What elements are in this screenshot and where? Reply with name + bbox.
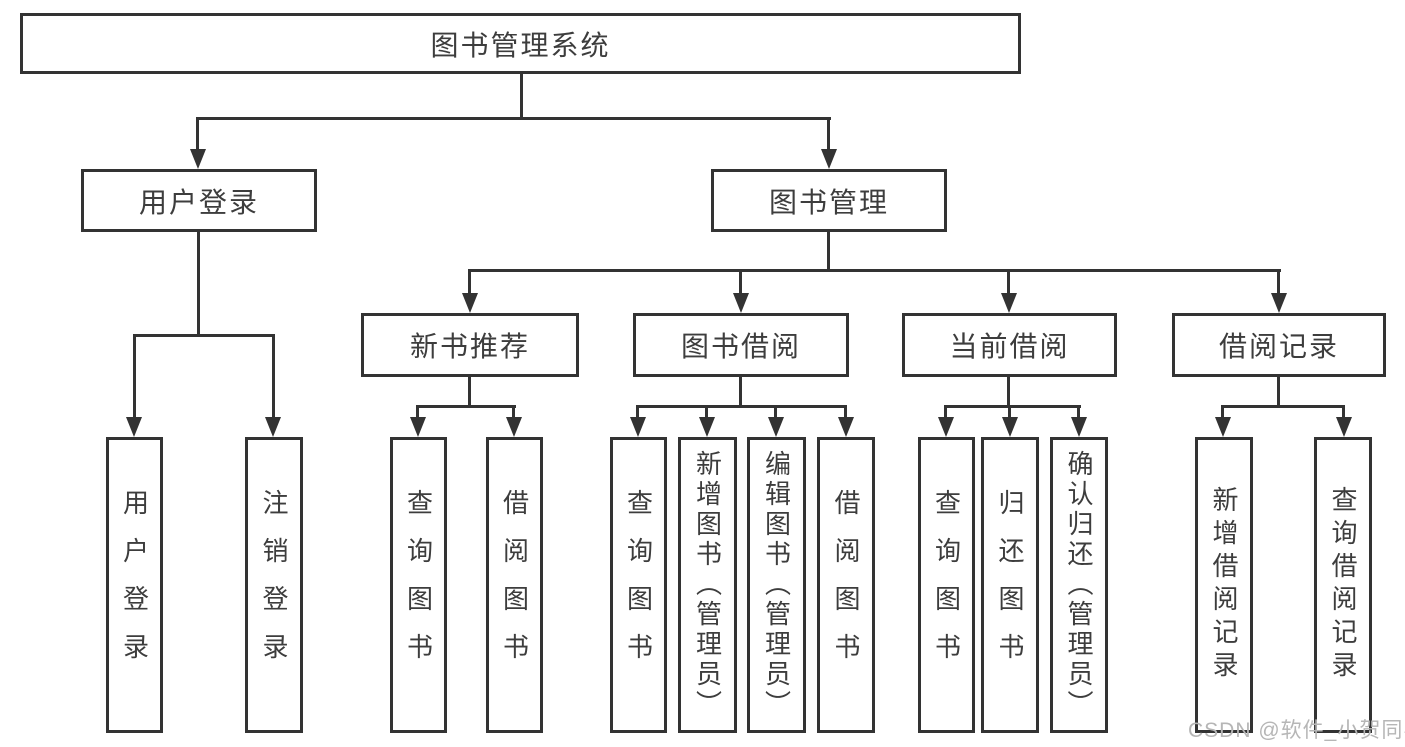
leaf-records-add: 新增借阅记录 bbox=[1195, 437, 1253, 733]
leaf-current-confirm-admin-label: 确认归还（管理员） bbox=[1064, 450, 1094, 720]
edge-root-split bbox=[196, 117, 831, 120]
arrow-down-icon bbox=[190, 149, 206, 169]
edge-drop bbox=[1008, 405, 1011, 419]
arrow-down-icon bbox=[1001, 293, 1017, 313]
edge-drop bbox=[944, 405, 947, 419]
leaf-records-query-label: 查询借阅记录 bbox=[1328, 486, 1358, 684]
node-borrow-records-label: 借阅记录 bbox=[1218, 331, 1339, 362]
leaf-borrow-query-label: 查询图书 bbox=[623, 489, 654, 681]
edge-drop bbox=[739, 269, 742, 295]
node-library-system-label: 图书管理系统 bbox=[430, 29, 611, 61]
edge-stem bbox=[739, 377, 742, 408]
node-current-borrow: 当前借阅 bbox=[902, 313, 1117, 377]
watermark-text: CSDN @软件_小贺同学 bbox=[1188, 719, 1405, 742]
leaf-newbook-query: 查询图书 bbox=[390, 437, 447, 733]
edge-stem bbox=[1007, 377, 1010, 408]
arrow-down-icon bbox=[821, 149, 837, 169]
leaf-current-query-label: 查询图书 bbox=[931, 489, 962, 681]
node-book-borrow-label: 图书借阅 bbox=[680, 331, 801, 362]
edge-book-management-stem bbox=[827, 232, 830, 272]
edge-stem bbox=[1277, 377, 1280, 408]
edge-split bbox=[944, 405, 1081, 408]
node-book-management-label: 图书管理 bbox=[768, 186, 889, 218]
edge-split bbox=[637, 405, 847, 408]
arrow-down-icon bbox=[630, 417, 646, 437]
edge-drop bbox=[512, 405, 515, 419]
arrow-down-icon bbox=[1271, 293, 1287, 313]
arrow-down-icon bbox=[1002, 417, 1018, 437]
leaf-logout: 注销登录 bbox=[245, 437, 303, 733]
node-new-book-recommend: 新书推荐 bbox=[361, 313, 579, 377]
arrow-down-icon bbox=[768, 417, 784, 437]
node-book-management: 图书管理 bbox=[711, 169, 947, 232]
edge-book-management-split bbox=[468, 269, 1281, 272]
leaf-records-add-label: 新增借阅记录 bbox=[1209, 486, 1239, 684]
leaf-borrow-edit-admin-label: 编辑图书（管理员） bbox=[761, 450, 792, 720]
edge-stem bbox=[468, 377, 471, 408]
edge-drop bbox=[1277, 269, 1280, 295]
leaf-user-login-label: 用户登录 bbox=[119, 489, 150, 681]
leaf-logout-label: 注销登录 bbox=[259, 489, 289, 681]
node-library-system: 图书管理系统 bbox=[20, 13, 1021, 74]
leaf-newbook-borrow-label: 借阅图书 bbox=[499, 489, 530, 681]
leaf-current-confirm-admin: 确认归还（管理员） bbox=[1050, 437, 1108, 733]
edge-drop bbox=[468, 269, 471, 295]
node-borrow-records: 借阅记录 bbox=[1172, 313, 1386, 377]
arrow-down-icon bbox=[1336, 417, 1352, 437]
edge-user-login-stem bbox=[197, 232, 200, 336]
arrow-down-icon bbox=[1215, 417, 1231, 437]
leaf-current-return: 归还图书 bbox=[981, 437, 1039, 733]
watermark: CSDN @软件_小贺同学 bbox=[1188, 714, 1405, 744]
node-new-book-recommend-label: 新书推荐 bbox=[409, 331, 530, 362]
edge-drop bbox=[705, 405, 708, 419]
arrow-down-icon bbox=[410, 417, 426, 437]
arrow-down-icon bbox=[126, 417, 142, 437]
leaf-current-return-label: 归还图书 bbox=[995, 489, 1025, 681]
edge-drop bbox=[774, 405, 777, 419]
leaf-borrow-edit-admin: 编辑图书（管理员） bbox=[747, 437, 806, 733]
edge-drop-book-management bbox=[827, 117, 830, 152]
edge-user-login-split bbox=[133, 334, 275, 337]
arrow-down-icon bbox=[838, 417, 854, 437]
arrow-down-icon bbox=[733, 293, 749, 313]
arrow-down-icon bbox=[1071, 417, 1087, 437]
edge-split bbox=[1221, 405, 1345, 408]
leaf-borrow-add-admin: 新增图书（管理员） bbox=[678, 437, 737, 733]
leaf-borrow-book-label: 借阅图书 bbox=[831, 489, 861, 681]
arrow-down-icon bbox=[462, 293, 478, 313]
leaf-newbook-query-label: 查询图书 bbox=[403, 489, 434, 681]
edge-drop bbox=[636, 405, 639, 419]
node-current-borrow-label: 当前借阅 bbox=[949, 331, 1070, 362]
leaf-newbook-borrow: 借阅图书 bbox=[486, 437, 543, 733]
edge-drop bbox=[416, 405, 419, 419]
edge-drop bbox=[272, 334, 275, 419]
arrow-down-icon bbox=[699, 417, 715, 437]
node-user-login-label: 用户登录 bbox=[138, 186, 259, 218]
edge-split bbox=[417, 405, 516, 408]
edge-root-stem bbox=[520, 74, 523, 119]
edge-drop bbox=[844, 405, 847, 419]
edge-drop bbox=[1077, 405, 1080, 419]
edge-drop bbox=[1342, 405, 1345, 419]
edge-drop bbox=[1007, 269, 1010, 295]
leaf-borrow-book: 借阅图书 bbox=[817, 437, 875, 733]
edge-drop-user-login bbox=[196, 117, 199, 152]
edge-drop bbox=[133, 334, 136, 419]
leaf-user-login: 用户登录 bbox=[106, 437, 163, 733]
arrow-down-icon bbox=[265, 417, 281, 437]
leaf-borrow-add-admin-label: 新增图书（管理员） bbox=[692, 450, 723, 720]
node-user-login: 用户登录 bbox=[81, 169, 317, 232]
leaf-records-query: 查询借阅记录 bbox=[1314, 437, 1372, 733]
leaf-current-query: 查询图书 bbox=[918, 437, 975, 733]
leaf-borrow-query: 查询图书 bbox=[610, 437, 667, 733]
arrow-down-icon bbox=[938, 417, 954, 437]
arrow-down-icon bbox=[506, 417, 522, 437]
edge-drop bbox=[1221, 405, 1224, 419]
node-book-borrow: 图书借阅 bbox=[633, 313, 849, 377]
